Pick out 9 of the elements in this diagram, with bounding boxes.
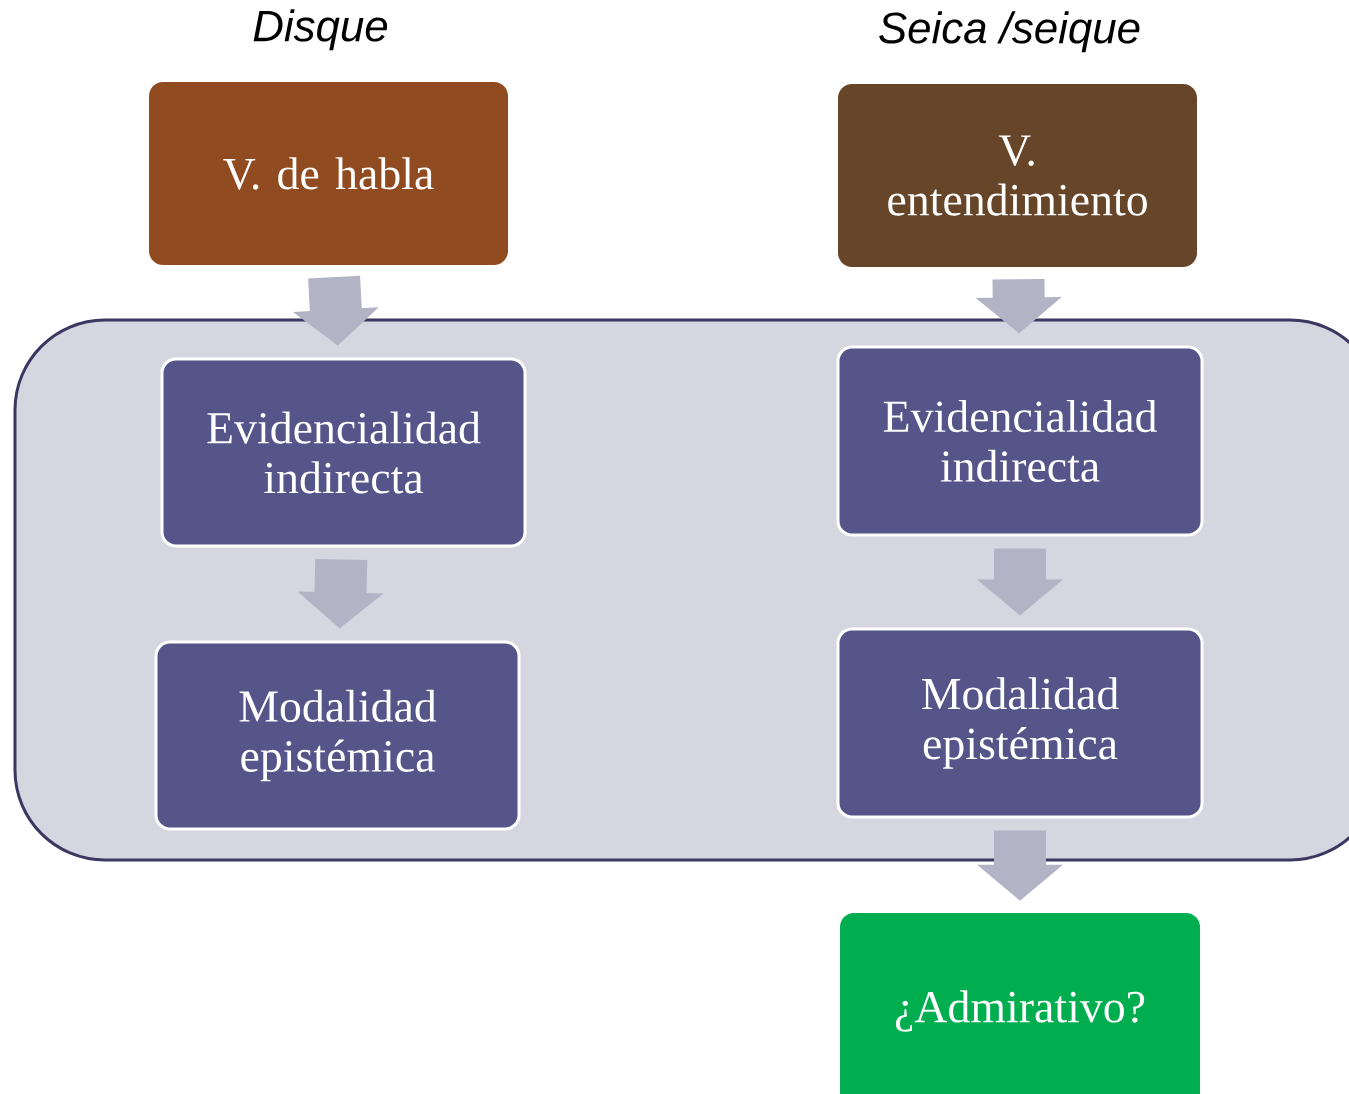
process-box: V. de habla: [149, 82, 508, 265]
column-heading: Disque: [253, 9, 388, 51]
process-box: Modalidad epistémica: [154, 640, 521, 831]
process-box: Modalidad epistémica: [836, 627, 1204, 819]
process-box: ¿Admirativo?: [840, 913, 1200, 1094]
process-box: Evidencialidad indirecta: [160, 357, 527, 548]
process-box: V. entendimiento: [838, 84, 1197, 267]
column-heading: Seica /seique: [879, 11, 1140, 53]
process-box: Evidencialidad indirecta: [836, 345, 1204, 537]
